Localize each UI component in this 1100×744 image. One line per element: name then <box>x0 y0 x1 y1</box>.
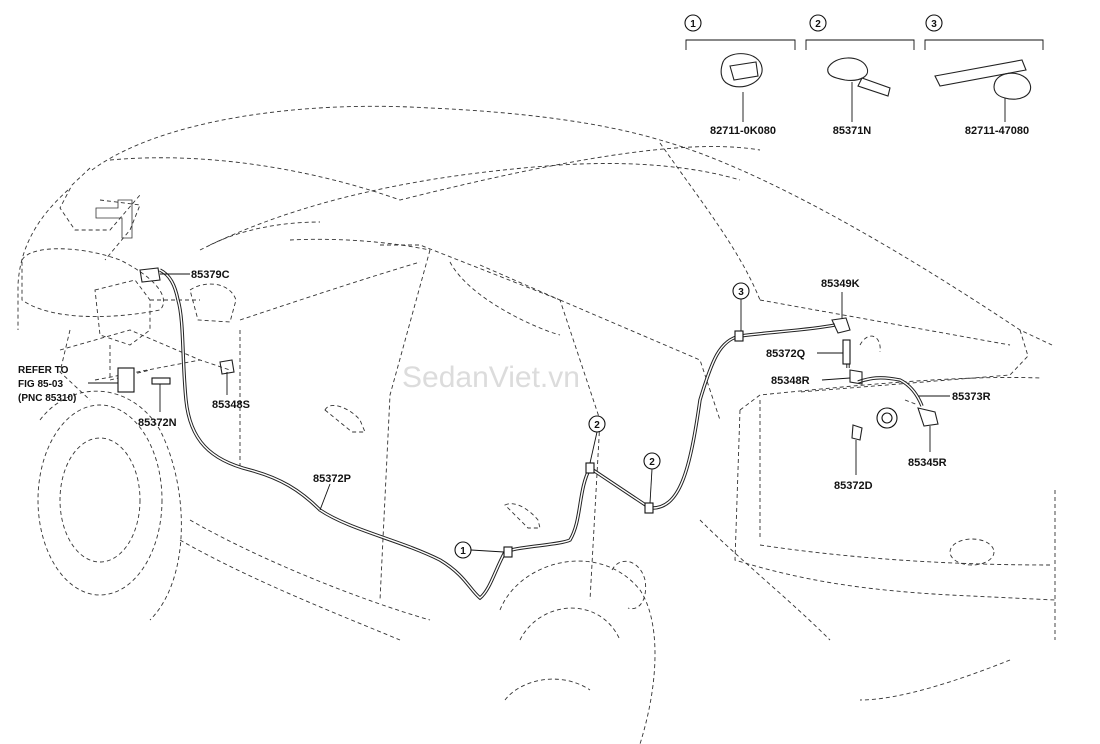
detail-marker-3 <box>925 14 943 32</box>
part-number-85371n: 85371N <box>833 125 872 137</box>
detail-view-2: 2 85371N <box>805 14 915 137</box>
label-85348r: 85348R <box>771 375 851 387</box>
svg-text:85372P: 85372P <box>313 473 351 485</box>
reference-line-1: REFER TO <box>18 365 69 376</box>
callout-marker-1: 1 <box>454 541 505 559</box>
svg-text:85373R: 85373R <box>952 391 991 403</box>
washer-hose-route <box>159 268 924 601</box>
label-85349k: 85349K <box>821 278 860 318</box>
svg-text:85345R: 85345R <box>908 457 947 469</box>
svg-text:85348S: 85348S <box>212 399 250 411</box>
reference-note: REFER TO FIG 85-03 (PNC 85310) <box>18 365 118 404</box>
svg-text:2: 2 <box>594 420 600 431</box>
label-85372d: 85372D <box>834 440 873 492</box>
rear-washer-parts <box>831 317 939 441</box>
svg-text:3: 3 <box>738 287 744 298</box>
watermark: SedanViet.vn <box>402 361 580 394</box>
part-number-82711-47080: 82711-47080 <box>965 125 1029 137</box>
label-85372p: 85372P <box>313 473 351 511</box>
vehicle-body-outline <box>17 105 1056 744</box>
label-85372q: 85372Q <box>766 348 843 360</box>
label-85348s: 85348S <box>212 372 250 411</box>
detail-marker-3-text: 3 <box>931 19 937 30</box>
washer-reservoir <box>94 279 231 381</box>
front-washer-parts <box>117 267 235 393</box>
detail-marker-2-text: 2 <box>815 19 821 30</box>
svg-text:85348R: 85348R <box>771 375 810 387</box>
reference-line-3: (PNC 85310) <box>18 393 76 404</box>
label-85372n: 85372N <box>138 384 177 429</box>
svg-text:85372Q: 85372Q <box>766 348 806 360</box>
wiper-arm <box>95 199 133 239</box>
part-number-82711-0k080: 82711-0K080 <box>710 125 776 137</box>
detail-view-3: 3 82711-47080 <box>924 14 1044 137</box>
detail-marker-1-text: 1 <box>690 19 696 30</box>
label-85345r: 85345R <box>908 426 947 469</box>
svg-text:85379C: 85379C <box>191 269 230 281</box>
callout-marker-3: 3 <box>732 282 750 331</box>
callout-marker-2a: 2 <box>588 415 606 464</box>
callout-marker-2b: 2 <box>643 452 661 504</box>
svg-text:85372D: 85372D <box>834 480 873 492</box>
svg-text:85349K: 85349K <box>821 278 860 290</box>
svg-text:2: 2 <box>649 457 655 468</box>
detail-view-1: 1 82711-0K080 <box>684 14 796 137</box>
svg-text:85372N: 85372N <box>138 417 177 429</box>
detail-marker-2 <box>809 14 827 32</box>
reference-line-2: FIG 85-03 <box>18 379 63 390</box>
svg-text:1: 1 <box>460 546 466 557</box>
detail-marker-1 <box>684 14 702 32</box>
label-85373r: 85373R <box>918 391 991 403</box>
label-85379c: 85379C <box>160 269 230 281</box>
